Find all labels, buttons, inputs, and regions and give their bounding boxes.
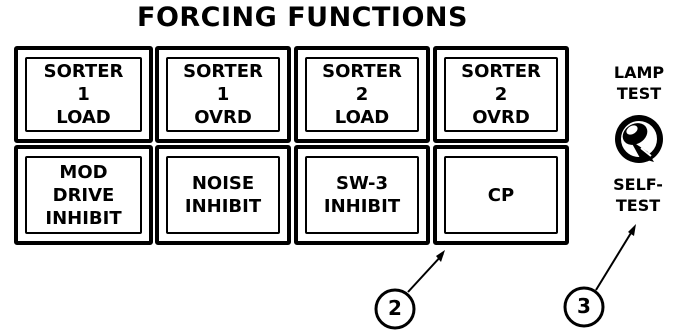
- button-label-line: SORTER: [43, 61, 124, 82]
- button-label-line: INHIBIT: [323, 196, 401, 217]
- lamp-test-label-line: LAMP: [613, 63, 665, 82]
- self-test-label: SELF- TEST: [600, 174, 676, 216]
- sorter-2-ovrd-button[interactable]: SORTER 2 OVRD: [433, 46, 569, 143]
- sorter-1-ovrd-button[interactable]: SORTER 1 OVRD: [155, 46, 291, 143]
- button-label-line: SORTER: [322, 61, 402, 82]
- button-label-line: SW-3: [335, 173, 388, 194]
- lamp-test-toggle-switch[interactable]: [615, 115, 663, 163]
- button-label-line: 2: [355, 84, 369, 105]
- button-label-line: LOAD: [334, 107, 390, 128]
- button-label-line: NOISE: [191, 173, 255, 194]
- button-label-line: CP: [487, 184, 515, 206]
- button-label-line: SORTER: [183, 61, 263, 82]
- panel-title: FORCING FUNCTIONS: [137, 2, 468, 33]
- sorter-2-load-button[interactable]: SORTER 2 LOAD: [294, 46, 430, 143]
- self-test-label-line: SELF-: [613, 175, 663, 194]
- lamp-test-label-line: TEST: [616, 84, 662, 103]
- callout-2-leader: [407, 250, 445, 293]
- button-label-line: OVRD: [472, 107, 530, 128]
- callout-3-circle: [563, 286, 605, 328]
- button-label-line: 2: [494, 84, 508, 105]
- button-label-line: INHIBIT: [45, 207, 122, 229]
- button-label-line: DRIVE: [52, 184, 115, 206]
- lamp-test-label: LAMP TEST: [606, 62, 672, 104]
- mod-drive-inhibit-button[interactable]: MOD DRIVE INHIBIT: [14, 145, 153, 245]
- button-label-line: SORTER: [461, 61, 541, 82]
- callout-3-number: 3: [577, 294, 591, 318]
- button-label-line: MOD: [59, 161, 108, 183]
- callout-3-leader: [595, 224, 636, 291]
- button-label-line: OVRD: [194, 107, 252, 128]
- cp-button[interactable]: CP: [433, 145, 569, 245]
- self-test-label-line: TEST: [615, 196, 661, 215]
- noise-inhibit-button[interactable]: NOISE INHIBIT: [155, 145, 291, 245]
- sorter-1-load-button[interactable]: SORTER 1 LOAD: [14, 46, 153, 143]
- button-label-line: 1: [216, 84, 230, 105]
- button-label-line: LOAD: [56, 107, 111, 128]
- callout-2-number: 2: [388, 296, 402, 320]
- button-label-line: INHIBIT: [184, 196, 262, 217]
- callout-2-circle: [374, 288, 416, 330]
- sw-3-inhibit-button[interactable]: SW-3 INHIBIT: [294, 145, 430, 245]
- button-label-line: 1: [77, 84, 90, 105]
